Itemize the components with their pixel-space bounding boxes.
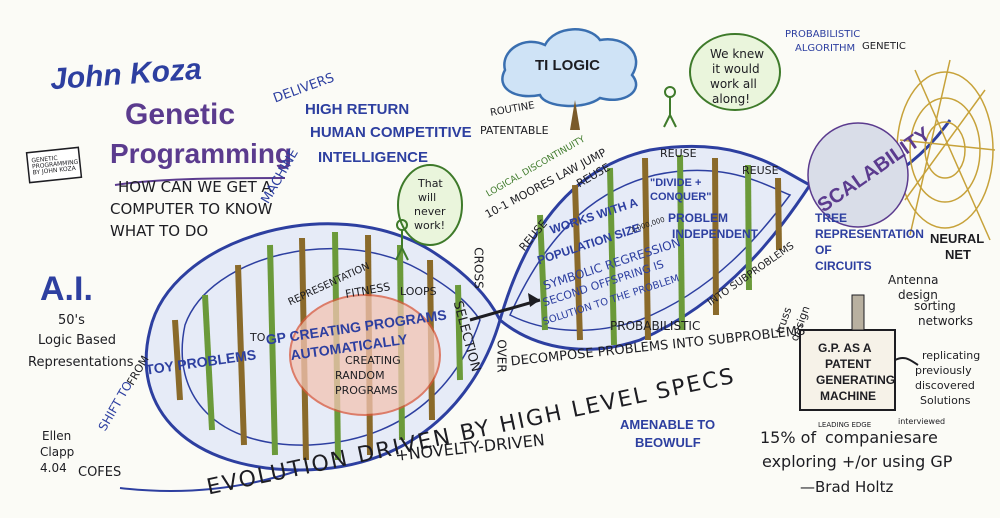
question-line1: HOW CAN WE GET A [118,180,272,195]
amenable-line1: AMENABLE TO [620,418,715,431]
cofes-label: COFES [78,466,121,479]
stat-credit: —Brad Holtz [800,480,893,495]
replicating-line4: Solutions [920,395,971,406]
probabilistic-label: PROBABILISTIC [610,320,700,332]
sorting-line2: networks [918,315,973,327]
ai-line3: Representations [28,356,134,369]
patentable-label: PATENTABLE [480,125,549,136]
we-knew-line1: We knew [710,48,764,60]
gp-box-line2: PATENT [825,358,871,370]
tree-line3: OF [815,244,832,256]
divide-line1: "DIVIDE + [650,178,701,189]
creating-random-line1: CREATING [345,355,401,366]
creating-random-line2: RANDOM [335,370,385,381]
that-will-line2: will [418,192,436,203]
probabilistic-algorithm-line2: ALGORITHM [795,44,855,54]
signature-line1: Ellen [42,430,71,442]
problem-independent-line1: PROBLEM [668,212,728,224]
genetic-label: GENETIC [862,42,906,52]
we-knew-line4: along! [712,93,750,105]
signature-line3: 4.04 [40,462,67,474]
that-will-line4: work! [414,220,445,231]
divide-line2: CONQUER" [650,192,711,203]
signature-line2: Clapp [40,446,74,458]
tree-line2: REPRESENTATION [815,228,924,240]
that-will-line1: That [418,178,443,189]
probabilistic-algorithm-line1: PROBABILISTIC [785,30,860,40]
replicating-line3: discovered [915,380,975,391]
replicating-line1: replicating [922,350,980,361]
cloud-text: TI LOGIC [535,58,600,73]
delivers-line1: HIGH RETURN [305,102,409,117]
title-line1: Genetic [125,100,235,130]
loops-label: LOOPS [400,286,437,297]
tree-line4: CIRCUITS [815,260,872,272]
gp-box-line4: MACHINE [820,390,876,402]
neural-line2: NET [945,248,971,261]
we-knew-line3: work all [710,78,757,90]
reuse-label-3: REUSE [660,148,697,159]
gp-box-line1: G.P. AS A [818,342,872,354]
neural-line1: NEURAL [930,232,984,245]
creating-random-line3: PROGRAMS [335,385,398,396]
problem-independent-line2: INDEPENDENT [672,228,758,240]
over-label: OVER [496,339,508,372]
cross-label: CROSS [473,247,485,288]
stat-are: are [912,430,938,446]
machine-chimney [852,295,864,330]
ai-line1: 50's [58,314,85,327]
sorting-line1: sorting [914,300,956,312]
tree-line1: TREE [815,212,847,224]
title-line2: Programming [110,140,292,168]
stat-line2: exploring +/or using GP [762,454,952,470]
antenna-line1: Antenna [888,274,938,286]
that-will-line3: never [414,206,446,217]
delivers-line2: HUMAN COMPETITIVE [310,125,472,140]
delivers-line3: INTELLIGENCE [318,150,428,165]
reuse-label-4: REUSE [742,165,779,176]
stat-interviewed: interviewed [898,418,945,426]
ai-line2: Logic Based [38,334,116,347]
stat-companies: companies [825,430,912,446]
gp-box-line3: GENERATING [816,374,895,386]
amenable-line2: BEOWULF [635,436,701,449]
question-line3: WHAT TO DO [110,224,208,239]
stat-main: 15% of [760,430,816,446]
replicating-line2: previously [915,365,972,376]
we-knew-line2: it would [712,63,760,75]
ai-label: A.I. [40,272,93,306]
question-line2: COMPUTER TO KNOW [110,202,273,217]
to-label: TO [250,332,265,343]
stick-figure-right [664,87,676,127]
